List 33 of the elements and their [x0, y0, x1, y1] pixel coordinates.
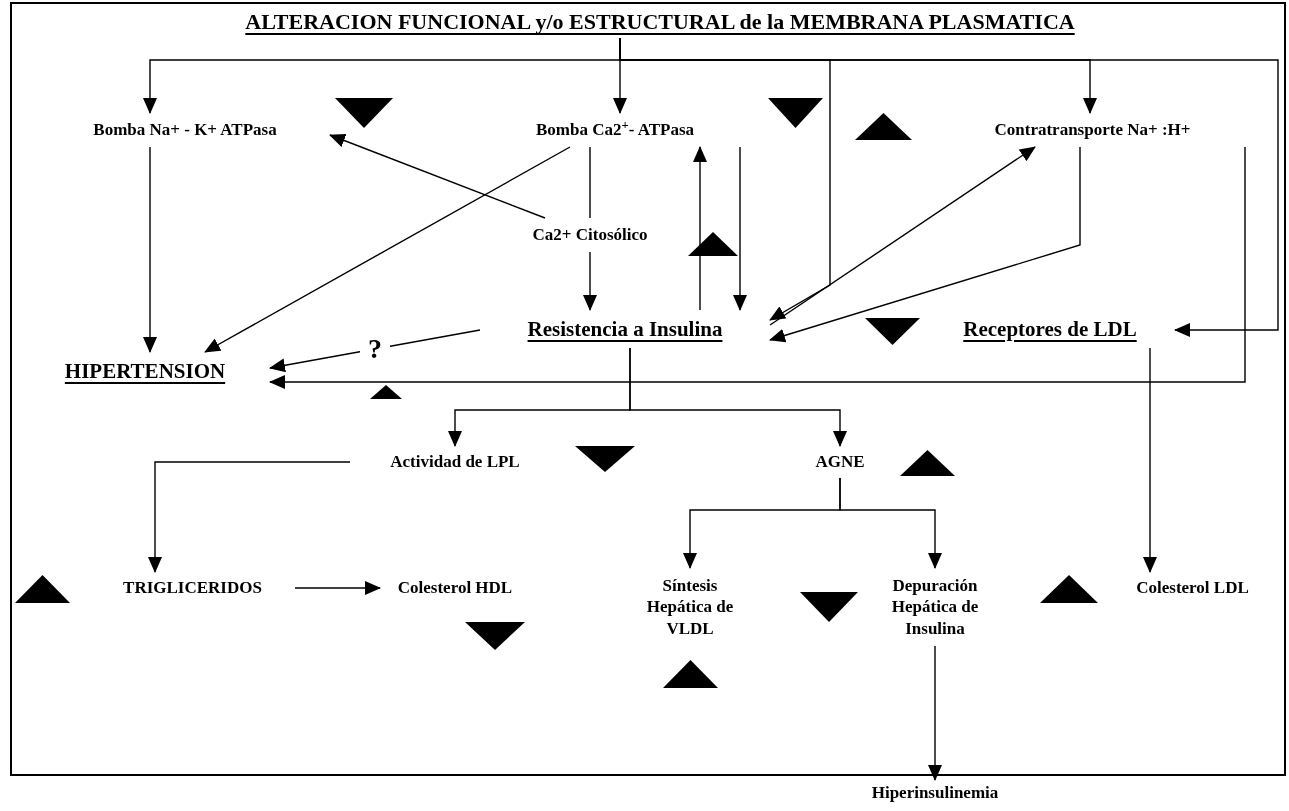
connector-line — [589, 146, 591, 219]
heading: ALTERACION FUNCIONAL y/o ESTRUCTURAL de la MEMBRANA PLASMATICA — [200, 6, 1120, 38]
arrow — [928, 645, 942, 781]
node-label: Resistencia a Insulina — [480, 310, 770, 348]
node-label: Contratransporte Na+ :H+ — [935, 113, 1250, 147]
arrow — [769, 146, 1036, 326]
arrow — [269, 146, 1246, 389]
arrow — [329, 133, 546, 219]
node-label: Bomba Ca2$^{+}$- ATPasa — [470, 113, 760, 147]
arrow — [294, 581, 381, 595]
arrow — [583, 251, 597, 311]
node-label: HIPERTENSION — [20, 352, 270, 390]
node-label: Receptores de LDL — [925, 310, 1175, 348]
arrow — [629, 347, 847, 447]
arrow — [769, 146, 1081, 343]
arrow — [204, 146, 571, 353]
node-label: Depuración Hepática de Insulina — [865, 568, 1005, 646]
arrow — [733, 146, 747, 311]
node-label: Hiperinsulinemia — [850, 780, 1020, 806]
node-label: Bomba Na+ - K+ ATPasa — [40, 113, 330, 147]
arrow — [143, 146, 157, 353]
arrow — [619, 37, 1279, 337]
node-label: TRIGLICERIDOS — [90, 572, 295, 604]
node-label: Colesterol HDL — [380, 572, 530, 604]
arrow — [148, 461, 351, 573]
arrow — [839, 477, 942, 569]
node-label: Síntesis Hepática de VLDL — [645, 568, 735, 646]
node-label: AGNE — [790, 446, 890, 478]
node-label: Actividad de LPL — [350, 446, 560, 478]
node-label: Colesterol LDL — [1105, 572, 1280, 604]
node-label: Ca2+ Citosólico — [495, 218, 685, 252]
arrow — [1143, 347, 1157, 573]
arrow — [693, 146, 707, 311]
